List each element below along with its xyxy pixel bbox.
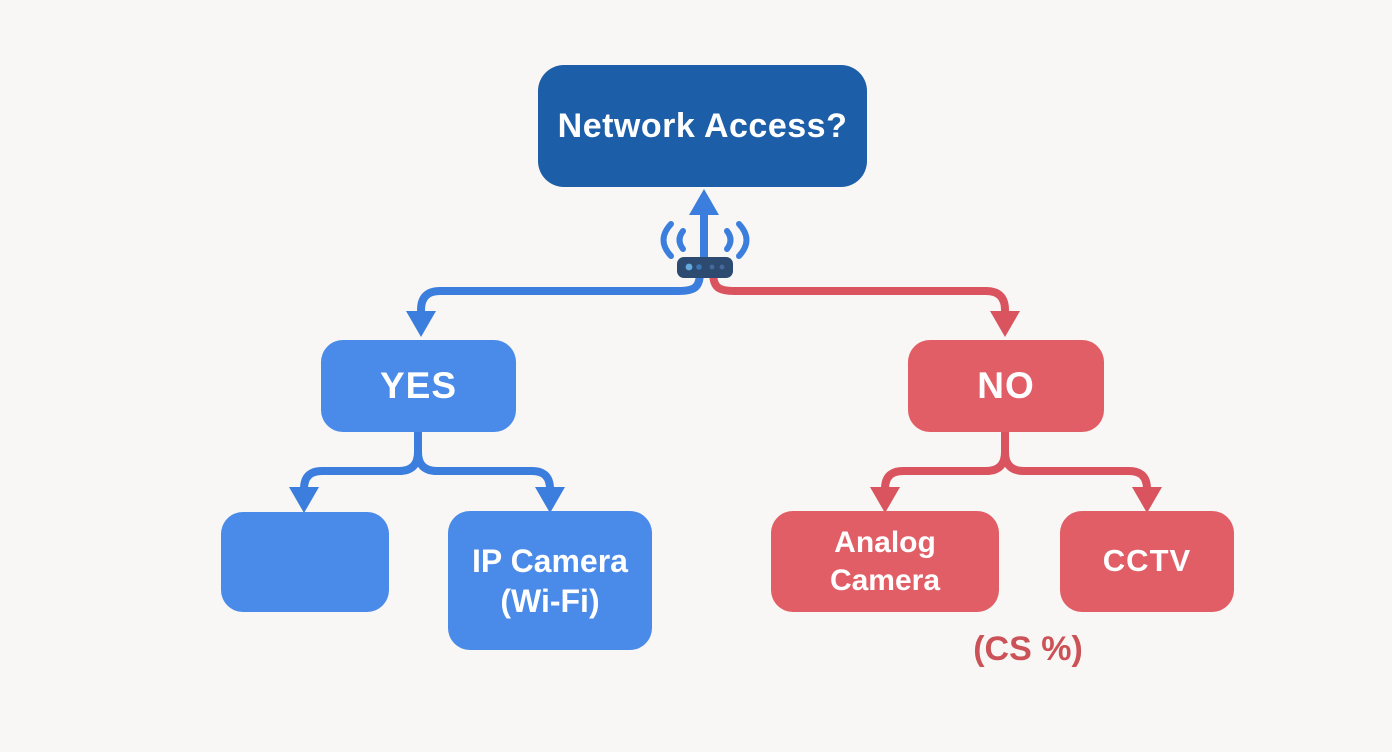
connector-no-to-analog	[870, 427, 1009, 513]
decision-root-box: Network Access?	[538, 65, 867, 187]
cctv-label: CCTV	[1102, 543, 1192, 579]
cctv-box: CCTV	[1060, 511, 1234, 612]
decision-root-label: Network Access?	[557, 106, 848, 145]
analog-camera-box: Analog Camera	[771, 511, 999, 612]
arrow-down-icon	[535, 487, 565, 513]
cs-percent-note: (CS %)	[973, 630, 1083, 668]
analog-camera-label: Analog Camera	[829, 526, 941, 597]
branch-no-box: NO	[908, 340, 1104, 432]
branch-yes-box: YES	[321, 340, 516, 432]
wifi-router-icon	[660, 221, 750, 278]
arrow-down-icon	[990, 311, 1020, 337]
arrow-down-icon	[1132, 487, 1162, 513]
branch-no-label: NO	[977, 364, 1035, 406]
connector-no-to-cctv	[1001, 427, 1162, 513]
arrow-down-icon	[289, 487, 319, 513]
ip-camera-label: IP Camera (Wi-Fi)	[472, 542, 628, 619]
arrow-down-icon	[406, 311, 436, 337]
connector-router-to-yes	[406, 268, 704, 337]
connector-router-to-no	[709, 268, 1020, 337]
arrow-up-icon	[689, 189, 719, 262]
connector-yes-to-ip-camera	[414, 427, 565, 513]
ip-camera-box: IP Camera (Wi-Fi)	[448, 511, 652, 650]
connector-yes-to-wifi	[289, 427, 422, 513]
arrow-down-icon	[870, 487, 900, 513]
branch-yes-label: YES	[379, 364, 458, 406]
wifi-option-box	[221, 512, 389, 612]
